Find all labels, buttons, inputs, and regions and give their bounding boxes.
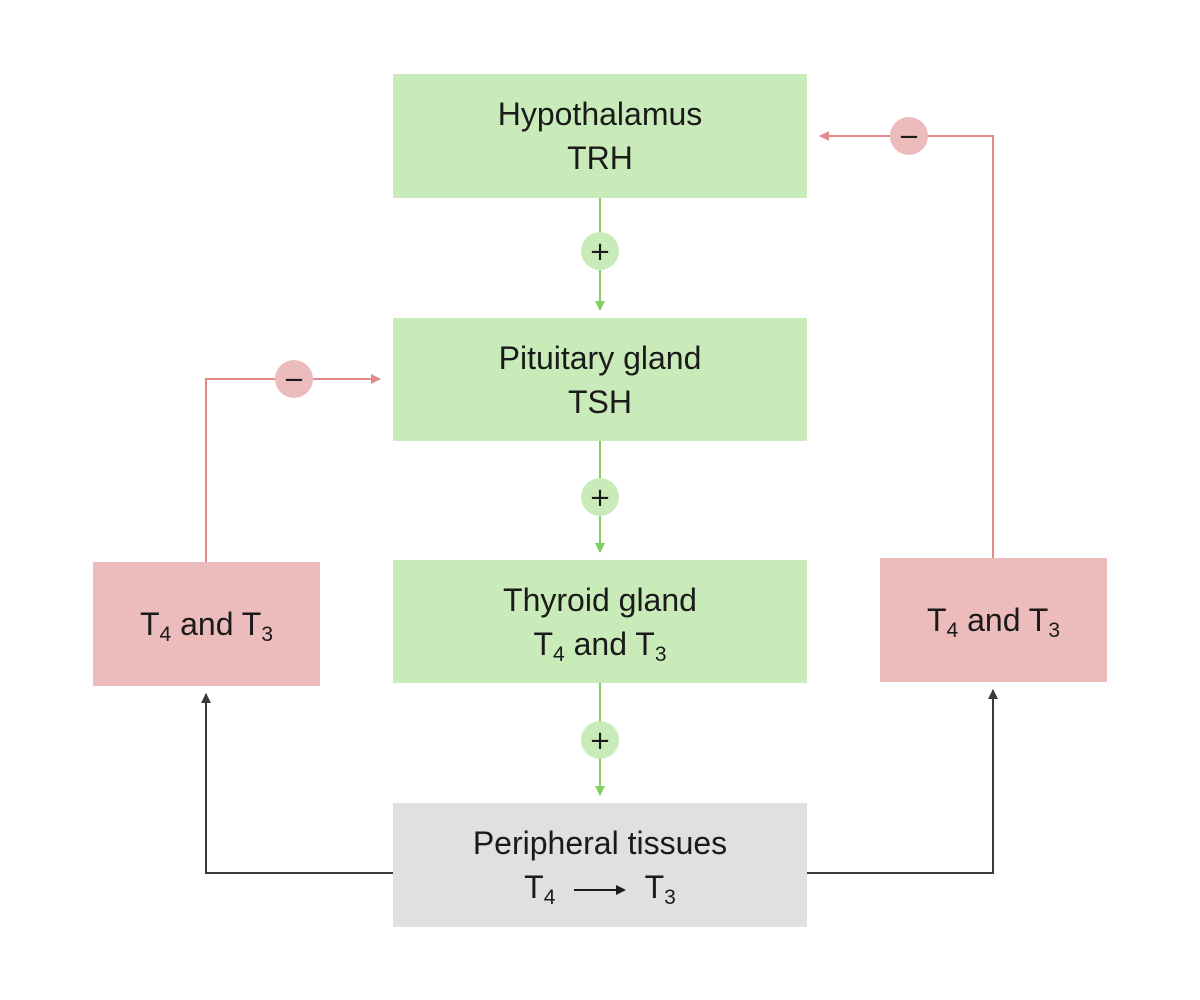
conversion-row: T4 T3	[524, 865, 676, 909]
plus-sign-label: +	[589, 483, 611, 513]
t3-symbol: T	[1028, 602, 1049, 638]
t3-subscript: 3	[664, 886, 676, 909]
and-joiner: and	[967, 602, 1021, 638]
pituitary-label: Pituitary gland	[498, 339, 702, 376]
pituitary-box: Pituitary gland TSH	[393, 318, 807, 441]
plus-sign-1: +	[581, 232, 619, 270]
plus-sign-2: +	[581, 478, 619, 516]
t3-symbol: T	[635, 625, 655, 662]
arrow-right-feedback-to-hypothalamus	[819, 131, 994, 558]
plus-sign-label: +	[589, 237, 611, 267]
t4-subscript: 4	[946, 619, 959, 642]
left-feedback-hormones: T4 and T3	[140, 602, 273, 646]
t4-symbol: T	[139, 606, 160, 642]
plus-sign-3: +	[581, 721, 619, 759]
right-feedback-hormones: T4 and T3	[927, 598, 1060, 642]
right-feedback-box: T4 and T3	[880, 558, 1107, 682]
arrow-peripheral-to-left-feedback	[201, 693, 393, 874]
arrow-left-feedback-to-pituitary	[205, 374, 381, 562]
t4-symbol: T	[533, 625, 554, 662]
t3-symbol: T	[644, 869, 665, 905]
thyroid-label: Thyroid gland	[503, 581, 697, 618]
t3-subscript: 3	[261, 623, 274, 646]
pituitary-hormone: TSH	[568, 383, 632, 420]
minus-sign-label: −	[898, 122, 920, 152]
t4-symbol: T	[524, 869, 544, 905]
hypothalamus-label: Hypothalamus	[497, 96, 703, 132]
peripheral-label: Peripheral tissues	[472, 825, 728, 861]
t3-subscript: 3	[1048, 619, 1061, 642]
t4-subscript: 4	[553, 642, 565, 666]
and-joiner: and	[573, 625, 627, 662]
plus-sign-label: +	[589, 726, 611, 756]
t4-subscript: 4	[159, 623, 172, 646]
peripheral-tissues-box: Peripheral tissues T4 T3	[393, 803, 807, 927]
minus-sign-left: −	[275, 360, 313, 398]
and-joiner: and	[180, 606, 234, 642]
minus-sign-right: −	[890, 117, 928, 155]
t4-subscript: 4	[543, 886, 556, 909]
left-feedback-box: T4 and T3	[93, 562, 320, 686]
hypothalamus-hormone: TRH	[567, 140, 633, 176]
arrow-peripheral-to-right-feedback	[807, 689, 998, 874]
conversion-arrow-icon	[574, 884, 627, 895]
hypothalamus-box: Hypothalamus TRH	[393, 74, 807, 198]
thyroid-box: Thyroid gland T4 and T3	[393, 560, 807, 683]
thyroid-hormones: T4 and T3	[533, 622, 666, 666]
t4-symbol: T	[926, 602, 947, 638]
t3-symbol: T	[241, 606, 262, 642]
minus-sign-label: −	[283, 365, 305, 395]
t3-subscript: 3	[654, 642, 667, 666]
